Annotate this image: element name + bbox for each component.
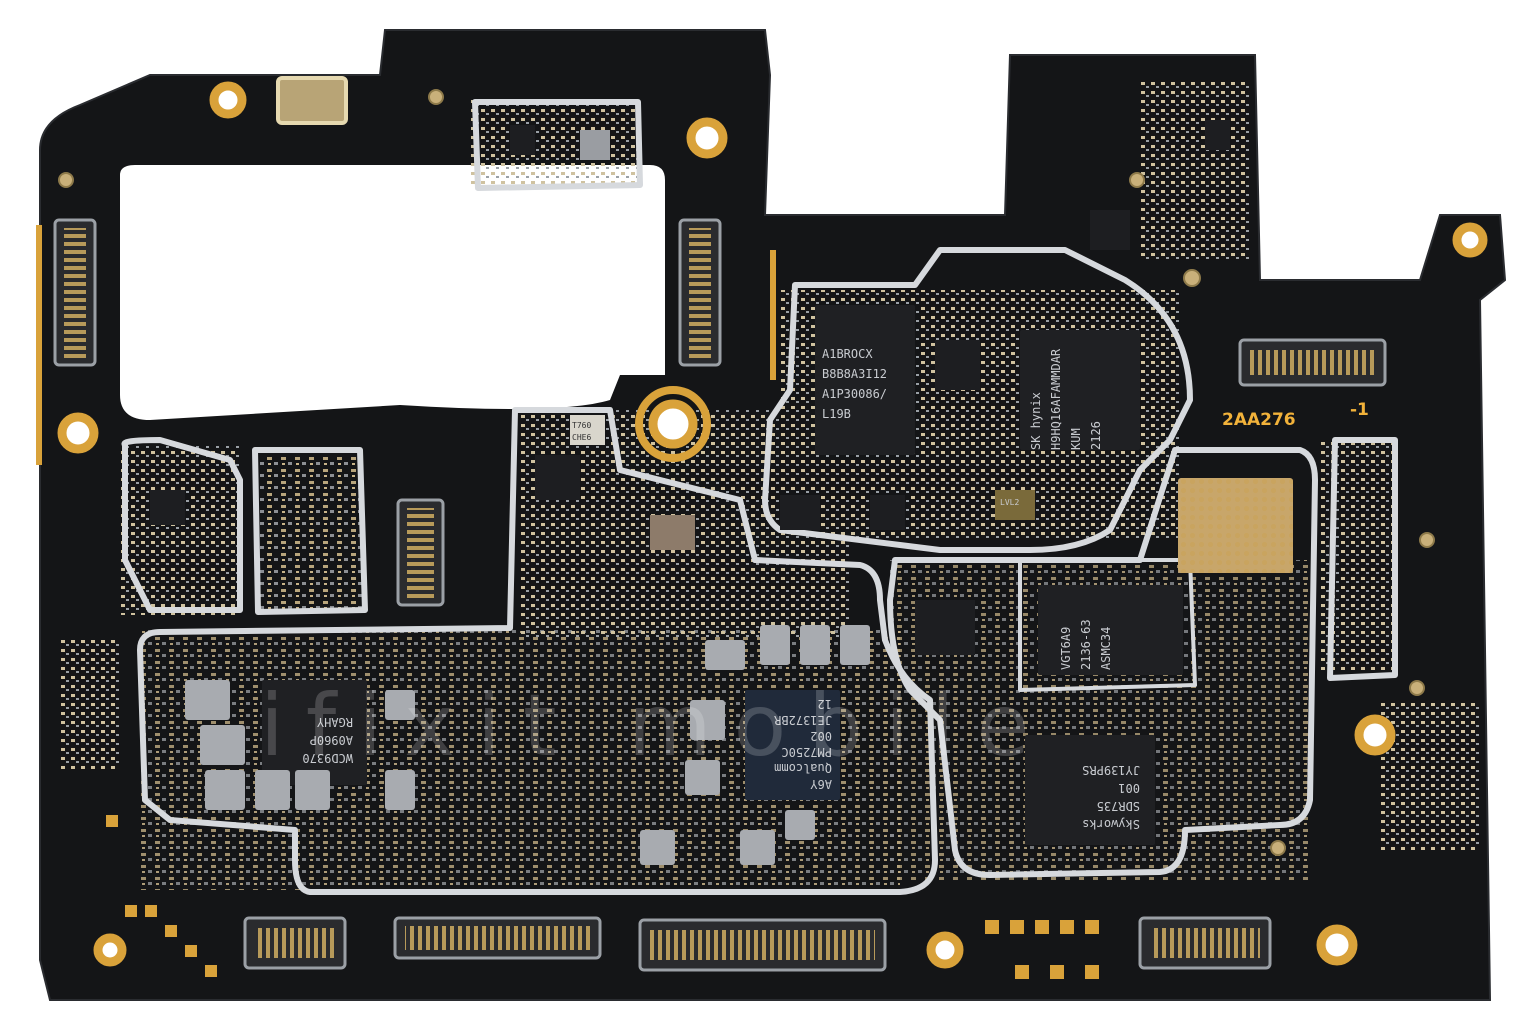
ram-chip-label: A1BROCX B8B8A3I12 A1P30086/ L19B xyxy=(822,347,887,421)
audio-chip xyxy=(262,680,367,785)
board-rev-silkscreen: -1 xyxy=(1350,400,1369,420)
pmic-chip-line-2: Qualcomm xyxy=(774,761,832,775)
storage-chip xyxy=(1038,585,1183,675)
storage-chip-line-3: ASMC34 xyxy=(1099,627,1113,670)
mounting-holes xyxy=(57,81,1488,969)
pmic-chip-line-4: 002 xyxy=(810,729,832,743)
pmic-chip-line-5: JE1372BR xyxy=(773,713,832,727)
inductors xyxy=(185,625,870,865)
pmic-chip-line-1: A6Y xyxy=(810,777,832,791)
modem-chip-line-2: SDR735 xyxy=(1097,799,1140,813)
ram-chip-line-4: L19B xyxy=(822,407,851,421)
storage-chip-line-1: VGT6A9 xyxy=(1059,627,1073,670)
modem-chip xyxy=(1025,735,1155,845)
modem-chip-line-3: 001 xyxy=(1118,781,1140,795)
modem-chip-line-1: Skyworks xyxy=(1082,817,1140,831)
small-chip-1-line-2: CHE6 xyxy=(572,433,591,442)
memory-chip-line-3: KUM xyxy=(1069,428,1083,450)
mic-module xyxy=(276,76,348,125)
memory-chip xyxy=(1020,330,1140,450)
modem-chip-line-4: JY139PRS xyxy=(1082,763,1140,777)
memory-chip-line-4: 2126 xyxy=(1089,421,1103,450)
pmic-chip-line-3: PM7250C xyxy=(781,745,832,759)
ram-chip xyxy=(815,305,915,455)
memory-chip-line-1: SK hynix xyxy=(1029,392,1043,450)
memory-chip-line-2: H9HQ16AFAMMDAR xyxy=(1049,348,1063,450)
small-chip-1-line-1: T760 xyxy=(572,421,591,430)
rf-shields xyxy=(121,99,1398,895)
camera-cutout xyxy=(120,165,665,420)
audio-chip-line-1: WCD9370 xyxy=(302,751,353,765)
ram-chip-line-1: A1BROCX xyxy=(822,347,873,361)
ram-chip-line-3: A1P30086/ xyxy=(822,387,887,401)
connectors xyxy=(53,218,1387,972)
board-id-silkscreen: 2AA276 xyxy=(1222,410,1296,430)
pmic-chip-line-6: 12 xyxy=(818,697,832,711)
watermark-text: ifixit mobile xyxy=(260,676,1052,776)
small-chip-2-line-1: LVL2 xyxy=(1000,498,1019,507)
pmic-chip xyxy=(745,690,840,800)
audio-chip-line-3: RGAHY xyxy=(316,715,353,729)
ram-chip-line-2: B8B8A3I12 xyxy=(822,367,887,381)
audio-chip-line-2: A0960P xyxy=(310,733,353,747)
coax-connectors xyxy=(58,89,1435,856)
storage-chip-line-2: 2136-63 xyxy=(1079,619,1093,670)
